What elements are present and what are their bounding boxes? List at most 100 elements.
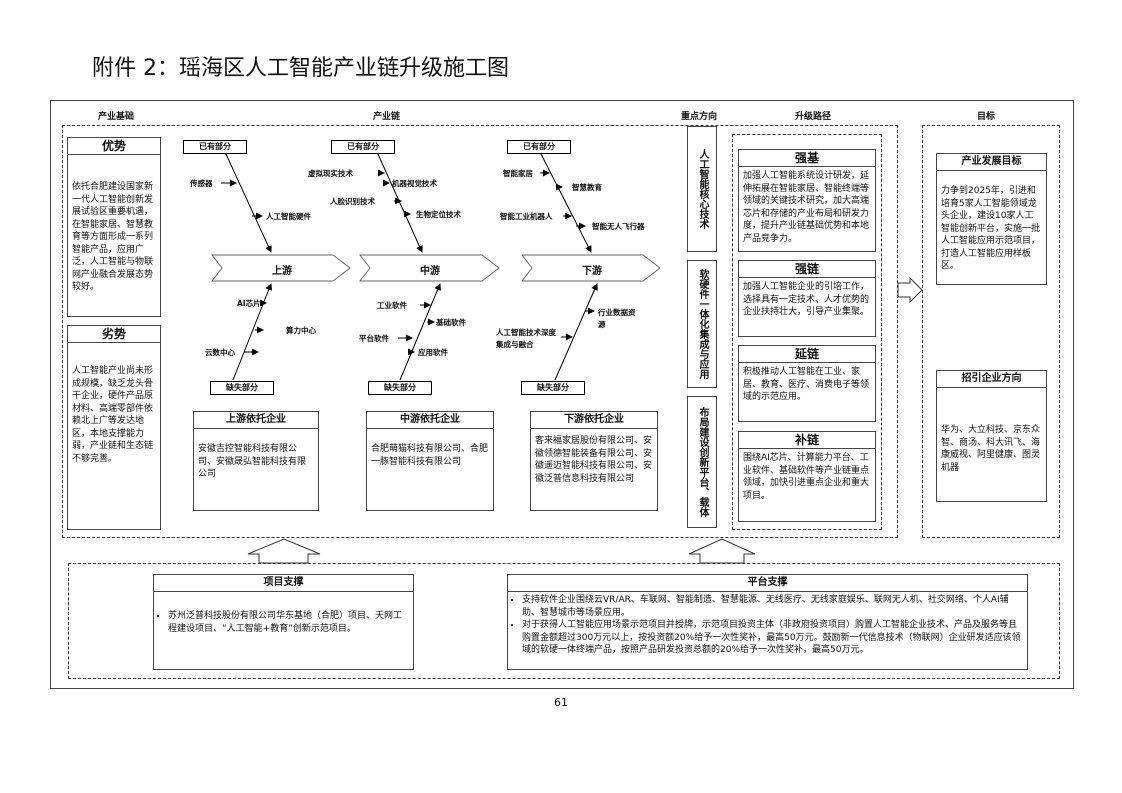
upstream-existing-tag: 已有部分 [183,140,247,154]
advantage-title: 优势 [68,138,160,155]
downstream-top-bone [539,151,592,253]
flow-arrow-project-up [247,538,321,564]
flow-arrow-platform-up [688,538,756,564]
chain-dashed-area [62,125,898,538]
midstream-support-box: 中游依托企业 合肥萌猫科技有限公司、合肥一豚智能科技有限公司 [366,411,494,511]
path-text: 加强人工智能系统设计研发，延伸拓展在智能家居、智能终端等领域的关键技术研究，加大… [743,171,870,244]
midstream-missing-label: 基础软件 [436,318,466,327]
upstream-existing-label: 传感器 [190,179,213,188]
path-text: 围绕AI芯片、计算能力平台、工业软件、基础软件等产业链重点领域，加快引进重点企业… [743,453,870,501]
midstream-missing-label: 工业软件 [377,301,407,310]
path-title: 延链 [739,346,875,363]
project-support-box: 项目支撑 苏州泛普科技股份有限公司华东基地（合肥）项目、天网工程建设项目、“人工… [153,574,414,670]
midstream-missing-label: 平台软件 [359,334,389,343]
platform-support-box: 平台支撑 支持软件企业围绕云VR/AR、车联网、智能制造、智慧能源、无线医疗、无… [507,574,1028,670]
midstream-support-title: 中游依托企业 [367,412,493,429]
midstream-missing-tag: 缺失部分 [368,381,432,395]
downstream-existing-tag: 已有部分 [507,140,571,154]
header-goal: 目标 [977,112,996,122]
stage-label-upstream: 上游 [272,266,292,277]
focus-text: 人工智能核心技术 [697,149,708,229]
goal-dev-box: 产业发展目标 力争到2025年，引进和培育5家人工智能领域龙头企业，建设10家人… [936,153,1047,285]
platform-support-list: 支持软件企业围绕云VR/AR、车联网、智能制造、智慧能源、无线医疗、无线家庭娱乐… [508,592,1027,657]
project-support-list: 苏州泛普科技股份有限公司华东基地（合肥）项目、天网工程建设项目、“人工智能+教育… [154,592,413,635]
downstream-existing-label: 智能无人飞行器 [592,222,645,231]
stage-chevron-midstream [358,254,500,282]
path-box-extend-chain: 延链 积极推动人工智能在工业、家居、教育、医疗、消费电子等领域的示范应用。 [738,345,876,422]
downstream-missing-label: 人工智能技术深度集成与融合 [496,328,556,349]
header-focus: 重点方向 [681,112,718,122]
goal-attract-text: 华为、大立科技、京东众智、商汤、科大讯飞、海康威视、阿里健康、图灵机器 [941,425,1041,473]
goal-attract-box: 招引企业方向 华为、大立科技、京东众智、商汤、科大讯飞、海康威视、阿里健康、图灵… [936,370,1047,502]
upstream-missing-label: AI芯片 [237,299,261,308]
path-text: 积极推动人工智能在工业、家居、教育、医疗、消费电子等领域的示范应用。 [743,367,870,402]
goal-attract-title: 招引企业方向 [937,371,1046,388]
downstream-support-title: 下游依托企业 [531,412,657,429]
header-foundation: 产业基础 [98,112,135,122]
upstream-support-title: 上游依托企业 [194,412,318,429]
disadvantage-title: 劣势 [68,326,160,343]
midstream-bottom-bone [399,283,441,381]
support-dashed-area [68,563,1060,679]
downstream-existing-label: 智能家居 [503,169,533,178]
header-chain: 产业链 [373,112,401,122]
platform-support-item: 支持软件企业围绕云VR/AR、车联网、智能制造、智慧能源、无线医疗、无线家庭娱乐… [522,594,1023,619]
upstream-support-text: 安徽吉控智能科技有限公司、安徽晟弘智能科技有限公司 [198,444,307,479]
downstream-bottom-bone [554,283,598,381]
downstream-support-text: 客来福家居股份有限公司、安徽领德智能装备有限公司、安徽遥迈智能科技有限公司、安徽… [535,436,653,484]
path-title: 补链 [739,432,875,449]
upstream-support-box: 上游依托企业 安徽吉控智能科技有限公司、安徽晟弘智能科技有限公司 [193,411,319,511]
focus-box-core-tech: 人工智能核心技术 [687,126,717,252]
path-title: 强基 [739,150,875,167]
advantage-text: 依托合肥建设国家新一代人工智能创新发展试验区重要机遇，在智能家居、智慧教育等方面… [72,182,154,292]
path-box-strengthen-chain: 强链 加强人工智能企业的引培工作，选择具有一定技术、人才优势的企业扶持壮大，引导… [738,260,876,337]
platform-support-title: 平台支撑 [508,575,1027,592]
downstream-existing-label: 智慧教育 [572,183,602,192]
stage-chevron-downstream [520,254,661,282]
page-number: 61 [554,696,568,709]
project-support-item: 苏州泛普科技股份有限公司华东基地（合肥）项目、天网工程建设项目、“人工智能+教育… [168,610,409,635]
focus-text: 软硬件一体化集成与应用 [697,269,708,379]
goal-dashed-area [922,125,1060,538]
upstream-missing-label: 云数中心 [205,348,235,357]
upstream-missing-tag: 缺失部分 [210,381,274,395]
midstream-existing-label: 虚拟现实技术 [308,169,353,178]
midstream-existing-label: 机器视觉技术 [392,179,437,188]
flow-arrow-to-goal [897,276,923,304]
downstream-existing-label: 智能工业机器人 [500,212,553,221]
midstream-support-text: 合肥萌猫科技有限公司、合肥一豚智能科技有限公司 [371,444,489,467]
path-title: 强链 [739,261,875,278]
path-box-fill-chain: 补链 围绕AI芯片、计算能力平台、工业软件、基础软件等产业链重点领域，加快引进重… [738,431,876,522]
page-title: 附件 2：瑶海区人工智能产业链升级施工图 [92,56,509,81]
downstream-missing-tag: 缺失部分 [521,381,585,395]
platform-support-item: 对于获得人工智能应用场景示范项目并授牌，示范项目投资主体（非政府投资项目）购置人… [522,619,1023,657]
upstream-existing-label: 人工智能硬件 [266,212,311,221]
stage-chevron-upstream [210,254,351,282]
header-path: 升级路径 [795,112,832,122]
midstream-top-bone [376,151,423,253]
upstream-top-bone [224,151,272,253]
downstream-support-box: 下游依托企业 客来福家居股份有限公司、安徽领德智能装备有限公司、安徽遥迈智能科技… [530,411,658,511]
downstream-missing-label: 行业数据资源 [598,308,636,329]
advantage-box: 优势 依托合肥建设国家新一代人工智能创新发展试验区重要机遇，在智能家居、智慧教育… [67,137,161,317]
disadvantage-box: 劣势 人工智能产业尚未形成规模，缺乏龙头骨干企业，硬件产品原材料、高端零部件依赖… [67,325,161,530]
goal-dev-title: 产业发展目标 [937,154,1046,171]
goal-dev-text: 力争到2025年，引进和培育5家人工智能领域龙头企业，建设10家人工智能创新平台… [941,186,1041,271]
midstream-existing-label: 生物定位技术 [416,210,461,219]
focus-box-integration: 软硬件一体化集成与应用 [687,260,717,388]
path-dashed-area [732,134,882,530]
project-support-title: 项目支撑 [154,575,413,592]
path-box-strengthen-base: 强基 加强人工智能系统设计研发，延伸拓展在智能家居、智能终端等领域的关键技术研究… [738,149,876,252]
midstream-missing-label: 应用软件 [418,348,448,357]
path-text: 加强人工智能企业的引培工作，选择具有一定技术、人才优势的企业扶持壮大，引导产业集… [743,282,870,317]
stage-label-midstream: 中游 [420,266,440,277]
stage-label-downstream: 下游 [582,266,602,277]
midstream-existing-label: 人脸识别技术 [330,197,375,206]
diagram-frame [50,100,1074,689]
disadvantage-text: 人工智能产业尚未形成规模，缺乏龙头骨干企业，硬件产品原材料、高端零部件依赖北上广… [72,366,154,464]
focus-box-platform: 布局建设创新平台、载体 [687,396,717,528]
focus-text: 布局建设创新平台、载体 [697,407,708,517]
upstream-missing-label: 算力中心 [286,326,316,335]
midstream-existing-tag: 已有部分 [331,140,395,154]
